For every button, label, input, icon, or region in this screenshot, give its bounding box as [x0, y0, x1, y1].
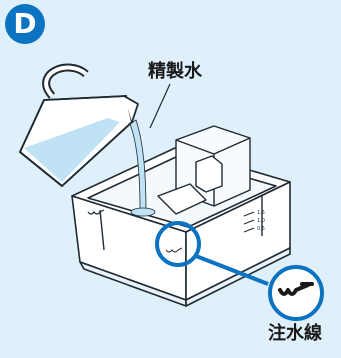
- label-leader-line: [149, 83, 171, 129]
- step-badge: D: [5, 4, 45, 44]
- tank-scale-marks: [243, 211, 255, 233]
- callout-connector: [195, 254, 269, 286]
- water-fill-line-label: 注水線: [268, 323, 322, 344]
- tank-inner-parts: [99, 125, 263, 251]
- tank-mark-2: 1.0: [257, 218, 265, 224]
- tank-mark-3: 0.5: [257, 226, 265, 232]
- fill-line-mark: [165, 247, 183, 253]
- splash: [130, 207, 156, 217]
- water-line-icon: [278, 282, 314, 296]
- tank-mark-1: 1.5: [257, 210, 265, 216]
- tank-logo-icon: [87, 209, 105, 215]
- purified-water-label: 精製水: [148, 61, 202, 82]
- magnifier-callout-icon: [268, 265, 324, 321]
- pitcher-icon: [19, 63, 139, 187]
- fill-line-highlight: [155, 221, 201, 267]
